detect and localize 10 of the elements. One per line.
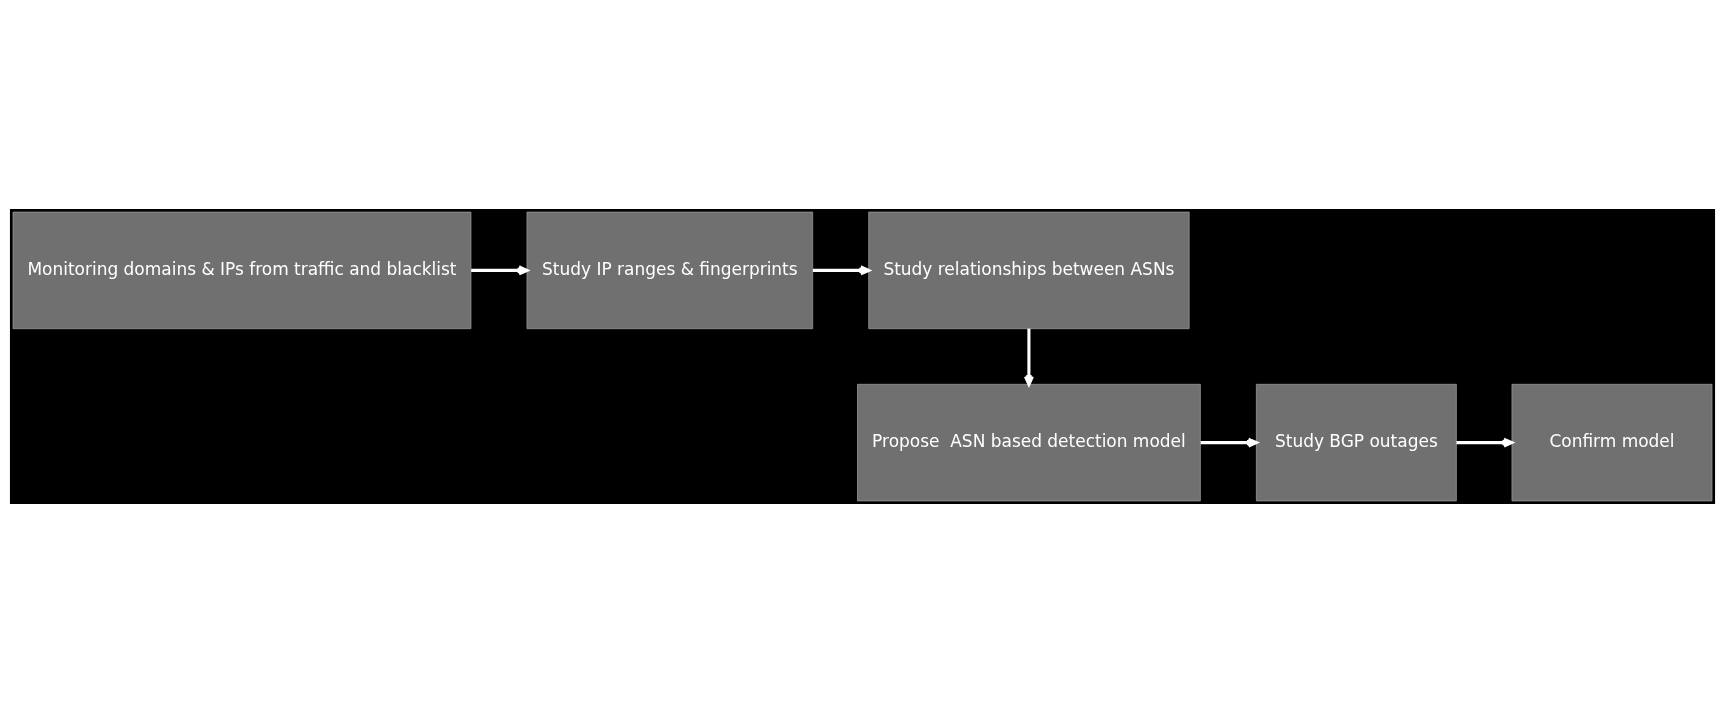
node-box: Study IP ranges & fingerprints: [526, 211, 814, 329]
node-box: Study relationships between ASNs: [868, 211, 1190, 329]
arrow: [1200, 437, 1258, 448]
arrow: [1456, 437, 1514, 448]
node-box: Confirm model: [1511, 383, 1713, 501]
node-box: Study BGP outages: [1255, 383, 1457, 501]
node-box: Propose ASN based detection model: [857, 383, 1201, 501]
arrow: [1023, 328, 1034, 386]
node-box: Monitoring domains & IPs from traffic and blacklist: [12, 211, 472, 329]
arrow: [812, 264, 871, 275]
